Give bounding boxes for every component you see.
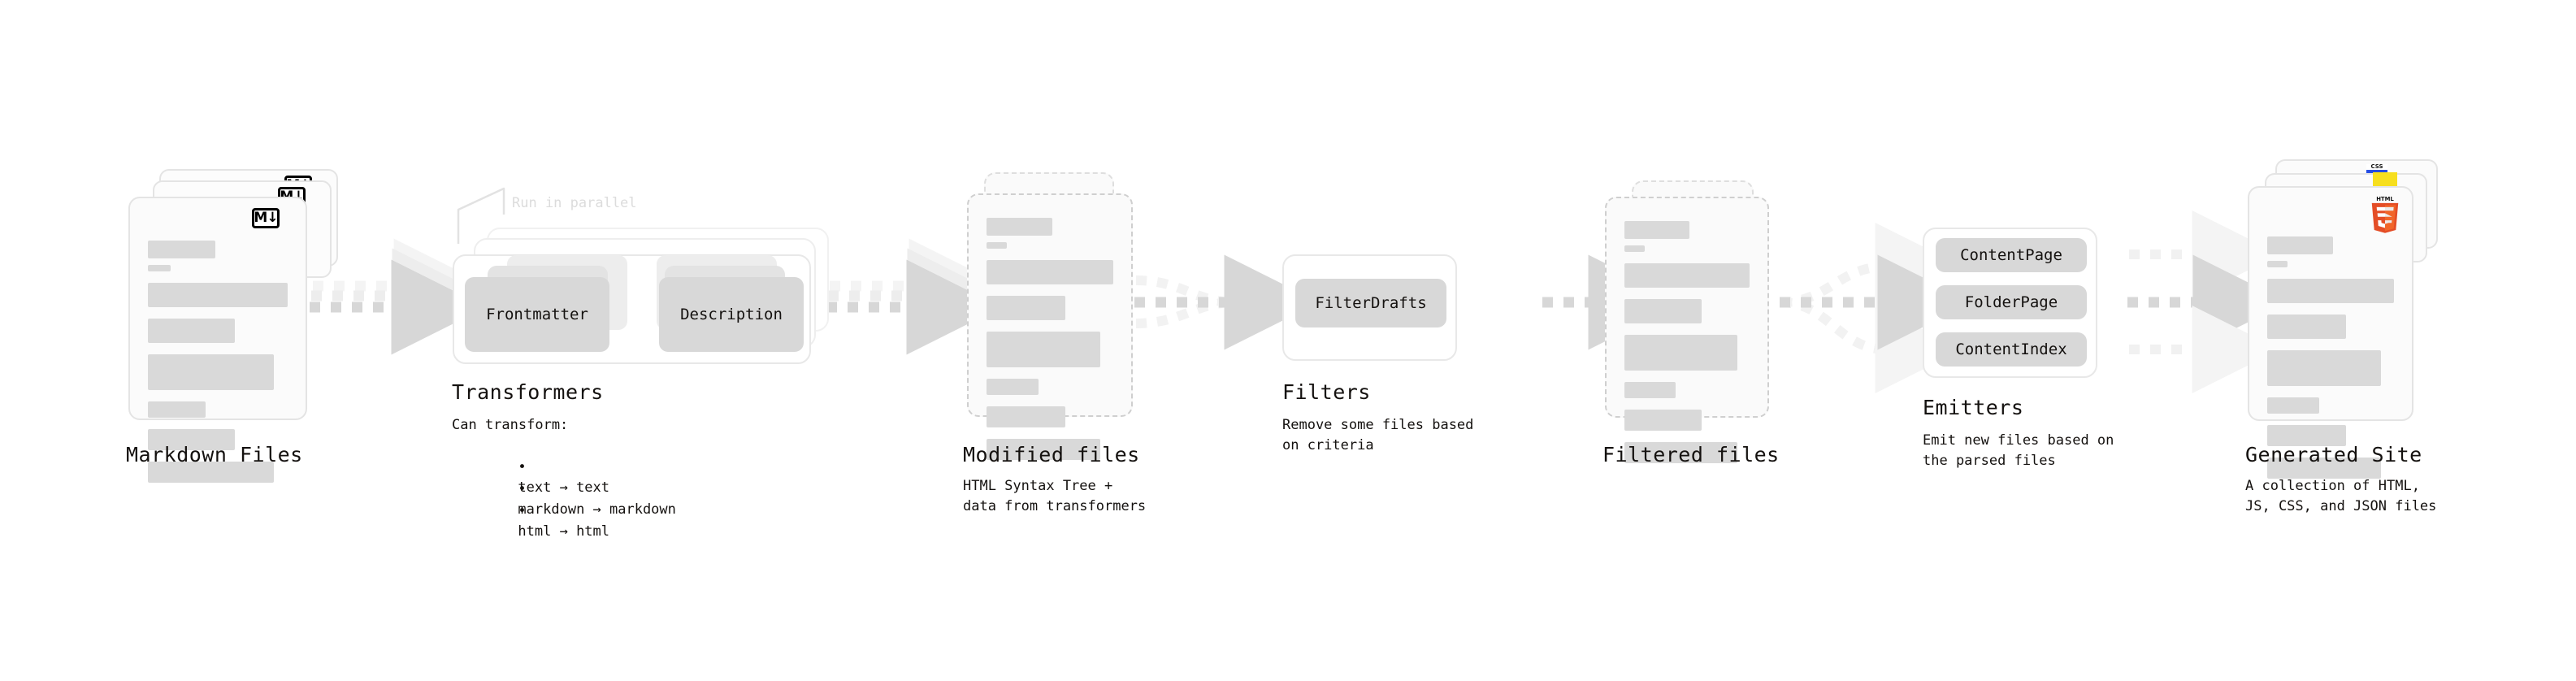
site-card-content (2267, 236, 2394, 490)
bullet-text: markdown → markdown (518, 501, 676, 518)
stage-title-modified-files: Modified files (963, 443, 1140, 466)
css-badge-icon: CSS (2366, 164, 2387, 173)
content-bar (1624, 410, 1702, 431)
stage-title-filters: Filters (1282, 380, 1371, 404)
transformers-bullet-1: • markdown → markdown (468, 459, 676, 540)
css-badge-bar (2366, 170, 2387, 173)
content-bar (2267, 314, 2346, 339)
markdown-card-front: M↓ (128, 197, 307, 483)
emitters-pill-contentindex[interactable]: ContentIndex (1936, 332, 2087, 367)
arrow-emitters-to-site (2127, 210, 2288, 393)
stage-title-filtered-files: Filtered files (1602, 443, 1780, 466)
content-bar (148, 241, 215, 258)
content-bar (1624, 221, 1690, 239)
stage-title-transformers: Transformers (452, 380, 604, 404)
transformer-pill-frontmatter[interactable]: Frontmatter (465, 277, 609, 352)
stage-title-generated-site: Generated Site (2245, 443, 2422, 466)
content-bar (148, 462, 274, 483)
content-bar (2267, 279, 2394, 303)
bullet-text: html → html (518, 523, 610, 540)
content-bar (987, 260, 1113, 284)
filters-pill-filterdrafts[interactable]: FilterDrafts (1295, 279, 1446, 327)
content-bar (987, 242, 1007, 249)
content-bar (148, 265, 171, 271)
filtered-card-content (1624, 221, 1750, 475)
content-bar (1624, 335, 1737, 371)
content-bar (1624, 299, 1702, 323)
content-bar (148, 319, 235, 343)
content-bar (2267, 425, 2346, 446)
markdown-badge-icon: M↓ (252, 208, 280, 228)
content-bar (2267, 350, 2382, 386)
transformers-bullet-2: • html → html (468, 481, 609, 562)
content-bar (1624, 263, 1750, 288)
filters-subtitle: Remove some files based on criteria (1282, 417, 1474, 453)
content-bar (987, 218, 1053, 236)
stage-title-emitters: Emitters (1923, 396, 2024, 419)
content-bar (2267, 458, 2382, 479)
modified-files-subtitle: HTML Syntax Tree + data from transformer… (963, 478, 1147, 514)
arrow-modified-to-filters (1134, 254, 1320, 350)
emitters-pill-contentpage[interactable]: ContentPage (1936, 238, 2087, 272)
content-bar (987, 296, 1065, 320)
bullet-text: text → text (518, 479, 610, 496)
bullet-marker: • (518, 503, 544, 519)
content-bar (148, 283, 288, 307)
stage-title-markdown-files: Markdown Files (126, 443, 303, 466)
run-in-parallel-annotation: Run in parallel (512, 195, 637, 211)
bullet-marker: • (518, 481, 544, 497)
content-bar (987, 379, 1039, 395)
transformer-pill-description[interactable]: Description (659, 277, 804, 352)
content-bar (1624, 245, 1645, 252)
arrow-markdown-to-transformers (310, 238, 489, 355)
transformers-subtitle: Can transform: (452, 417, 569, 433)
bullet-marker: • (518, 459, 544, 475)
svg-text:HTML: HTML (2376, 196, 2394, 202)
content-bar (148, 401, 206, 418)
content-bar (2267, 261, 2288, 267)
content-bar (1624, 442, 1737, 463)
content-bar (148, 354, 274, 390)
arrow-transformers-to-modified (826, 238, 1004, 355)
transformers-bullet-0: • text → text (468, 437, 609, 518)
emitters-subtitle: Emit new files based on the parsed files (1923, 432, 2114, 469)
content-bar (987, 332, 1101, 367)
filtered-card-front (1605, 197, 1769, 463)
css-badge-label: CSS (2370, 163, 2383, 170)
emitters-pill-folderpage[interactable]: FolderPage (1936, 285, 2087, 319)
site-card-front: HTML (2248, 186, 2413, 479)
arrow-filtered-to-emitters (1780, 223, 1973, 393)
content-bar (987, 439, 1101, 460)
generated-site-subtitle: A collection of HTML, JS, CSS, and JSON … (2245, 478, 2437, 514)
content-bar (2267, 397, 2319, 414)
modified-card-content (987, 218, 1113, 471)
content-bar (2267, 236, 2334, 254)
content-bar (1624, 382, 1676, 398)
js-badge-icon (2373, 172, 2397, 189)
html5-badge-icon: HTML (2371, 196, 2399, 233)
modified-card-front (967, 193, 1133, 460)
content-bar (148, 429, 235, 450)
markdown-card-content (148, 241, 288, 494)
content-bar (987, 406, 1065, 427)
